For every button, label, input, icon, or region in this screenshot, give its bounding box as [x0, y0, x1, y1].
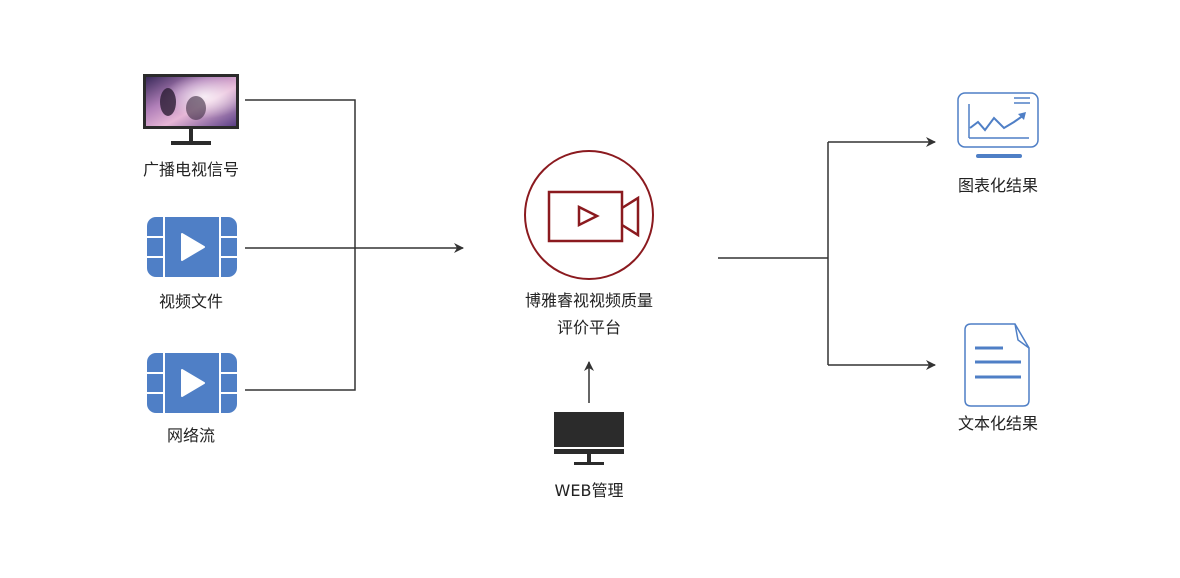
tv-monitor-icon: [143, 74, 239, 145]
chart-monitor-icon: [957, 92, 1039, 158]
output-text-node: [963, 322, 1033, 408]
output-chart-node: [956, 90, 1040, 162]
input-network-label: 网络流: [166, 426, 215, 445]
input-broadcast-label: 广播电视信号: [142, 160, 239, 179]
network-stream-icon: [147, 353, 237, 413]
web-management-node: [553, 410, 625, 466]
input-videofile-label: 视频文件: [158, 292, 223, 311]
output-text-label: 文本化结果: [957, 414, 1038, 433]
output-chart-label: 图表化结果: [957, 176, 1038, 195]
platform-title-line1: 博雅睿视视频质量: [524, 291, 653, 310]
input-network-node: [147, 353, 237, 413]
video-camera-icon: [524, 150, 654, 280]
platform-node: [522, 148, 656, 282]
desktop-monitor-icon: [554, 412, 624, 465]
platform-title-line2: 评价平台: [556, 318, 621, 337]
video-file-icon: [147, 217, 237, 277]
wire-input-broadcast: [245, 99, 356, 391]
text-document-icon: [964, 323, 1030, 407]
input-videofile-node: [147, 217, 237, 277]
web-management-label: WEB管理: [554, 481, 624, 500]
input-broadcast-node: [140, 72, 245, 152]
